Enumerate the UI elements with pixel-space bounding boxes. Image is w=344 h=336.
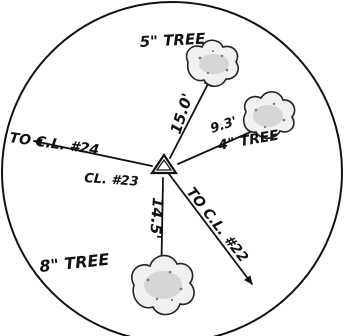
cl-24-label: TO C.L. #24 [8, 130, 100, 158]
tree-8in-icon [131, 254, 195, 316]
tree-4in-icon [242, 91, 296, 140]
arrow-to-5in-tree [169, 77, 212, 159]
tree-5in-label: 5" TREE [139, 30, 206, 51]
tree-8in-label: 8" TREE [38, 250, 110, 276]
tree-5in-icon [185, 39, 240, 88]
arrow-to-cl-22 [168, 173, 253, 285]
tree-8in-distance: 14.5' [146, 197, 167, 240]
station-marker [149, 153, 179, 175]
cl-22-label: TO C.L. #22 [183, 185, 251, 266]
station-label: CL. #23 [84, 171, 139, 190]
tree-4in-distance: 9.3' [209, 114, 239, 137]
arrow-to-4in-tree [177, 125, 265, 165]
arrow-to-cl-24 [33, 138, 153, 167]
